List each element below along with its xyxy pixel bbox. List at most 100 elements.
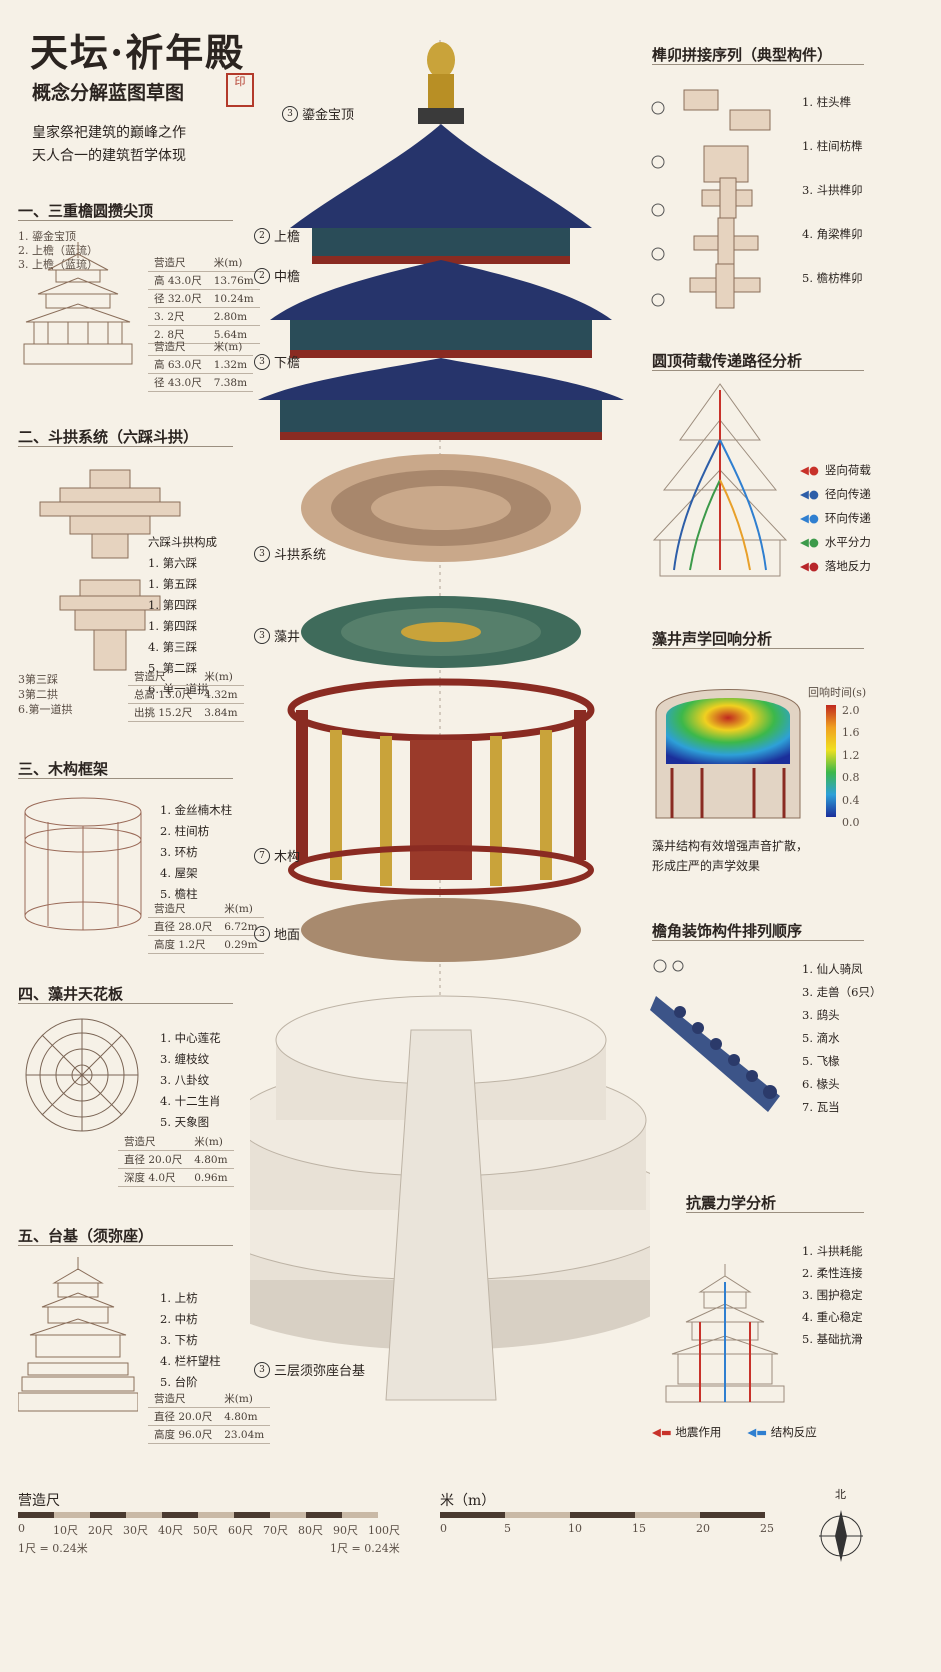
caisson-item: 5. 天象图	[160, 1115, 210, 1129]
arrow-icon: ◀●	[800, 487, 819, 501]
page-title: 天坛·祈年殿	[30, 30, 246, 75]
colorbar-tick: 2.0	[842, 704, 860, 717]
joinery-item-list: 1. 柱头榫 1. 柱间枋榫 3. 斗拱榫卯 4. 角梁榫卯 5. 檐枋榫卯	[802, 80, 863, 300]
scale-left-title: 营造尺	[18, 1493, 60, 1509]
seismic-item: 2. 柔性连接	[802, 1266, 863, 1280]
callout-number: 2	[254, 227, 270, 244]
seismic-item-list: 1. 斗拱耗能 2. 柔性连接 3. 围护稳定 4. 重心稳定 5. 基础抗滑	[802, 1240, 863, 1350]
frame-item: 4. 屋架	[160, 866, 198, 880]
colorbar-tick: 0.8	[842, 771, 860, 785]
scale-tick-label: 0	[18, 1522, 25, 1535]
joinery-item: 5. 檐枋榫卯	[802, 271, 863, 285]
table-cell: 高度 96.0尺	[148, 1425, 219, 1444]
scale-tick-label: 0	[440, 1522, 447, 1535]
frame-item: 3. 环枋	[160, 845, 198, 859]
table-cell: 出挑 15.2尺	[128, 703, 199, 722]
callout-text: 地面	[274, 928, 301, 943]
base-sketch	[18, 1257, 138, 1412]
frame-sketch	[24, 797, 142, 931]
callout-text: 下檐	[274, 356, 301, 371]
ornament-item: 3. 鸱头	[802, 1008, 840, 1022]
caisson-item: 1. 中心莲花	[160, 1031, 221, 1045]
callout-number: 3	[254, 1361, 270, 1378]
frame-item: 1. 金丝楠木柱	[160, 803, 233, 817]
table-cell: 径 43.0尺	[148, 373, 208, 392]
section-roof-title: 一、三重檐圆攒尖顶	[18, 202, 154, 220]
callout-number: 3	[254, 627, 270, 644]
divider	[686, 1212, 864, 1213]
arrow-icon: ◀●	[800, 535, 819, 549]
frame-item-list: 1. 金丝楠木柱 2. 柱间枋 3. 环枋 4. 屋架 5. 檐柱	[160, 800, 232, 905]
marble-base	[250, 995, 650, 1401]
callout-number: 7	[254, 847, 270, 864]
legend-item: ◀●水平分力	[800, 530, 871, 554]
legend-item: ◀●落地反力	[800, 554, 871, 578]
colorbar-label: 回响时间(s)	[808, 686, 867, 699]
intro-line-2: 天人合一的建筑哲学体现	[32, 148, 186, 164]
legend-item: ◀●竖向荷载	[800, 458, 871, 482]
table-cell: 4.80m	[218, 1407, 271, 1426]
bracket-item: 1. 第六踩	[148, 556, 198, 570]
scale-tick-label: 25	[760, 1522, 774, 1535]
table-cell: 营造尺	[128, 668, 199, 686]
caisson-sketch	[25, 1018, 139, 1132]
intro-line-1: 皇家祭祀建筑的巅峰之作	[32, 125, 186, 141]
scale-left-note: 1尺 = 0.24米	[18, 1542, 88, 1555]
load-path-legend: ◀●竖向荷载 ◀●径向传递 ◀● 环向传递 ◀●水平分力 ◀●落地反力	[800, 458, 871, 578]
divider	[18, 778, 233, 779]
table-cell: 0.96m	[188, 1168, 234, 1187]
eave-ornament-sketch	[650, 959, 780, 1112]
callout-number: 3	[254, 925, 270, 942]
table-cell: 深度 4.0尺	[118, 1168, 189, 1187]
table-cell: 米(m)	[207, 254, 260, 272]
table-cell: 高 63.0尺	[148, 355, 208, 374]
callout-number: 3	[282, 105, 298, 122]
exploded-temple-illustration	[250, 40, 650, 1401]
base-item: 5. 台阶	[160, 1375, 198, 1389]
table-cell: 6.72m	[218, 917, 264, 936]
table-cell: 营造尺	[148, 900, 219, 918]
bracket-item: 1. 第四踩	[148, 619, 198, 633]
ornament-item: 7. 瓦当	[802, 1100, 840, 1114]
seismic-legend: ◀▬ 地震作用 ◀▬ 结构反应	[652, 1424, 817, 1440]
table-row: 营造尺米(m)	[118, 1133, 234, 1151]
section-base-title: 五、台基（须弥座）	[18, 1227, 154, 1245]
colorbar-ticks: 2.0 1.6 1.2 0.8 0.4 0.0	[842, 700, 860, 834]
divider	[652, 64, 864, 65]
arrow-icon: ◀●	[800, 559, 819, 573]
caisson-item: 3. 八卦纹	[160, 1073, 210, 1087]
acoustics-caption: 藻井结构有效增强声音扩散， 形成庄严的声学效果	[652, 836, 808, 876]
seismic-item: 4. 重心稳定	[802, 1310, 863, 1324]
base-item: 4. 栏杆望柱	[160, 1354, 221, 1368]
table-cell: 米(m)	[198, 668, 244, 686]
table-row: 营造尺米(m)	[128, 668, 244, 686]
table-cell: 10.24m	[207, 289, 260, 308]
ornament-item: 5. 滴水	[802, 1031, 840, 1045]
arrow-icon: ◀▬	[747, 1425, 768, 1439]
north-arrow-icon	[819, 1510, 863, 1562]
table-cell: 米(m)	[207, 338, 254, 356]
legend-label: 环向传递	[824, 511, 871, 525]
bracket-label: 6.第一道拱	[18, 703, 73, 716]
bracket-item: 1. 第五踩	[148, 577, 198, 591]
bracket-sketch	[39, 469, 181, 671]
legend-item: ◀●径向传递	[800, 482, 871, 506]
table-cell: 营造尺	[148, 254, 208, 272]
table-cell: 营造尺	[148, 338, 208, 356]
table-cell: 4.80m	[188, 1150, 234, 1169]
table-cell: 直径 28.0尺	[148, 917, 219, 936]
scale-tick-label: 20尺	[88, 1524, 113, 1537]
gilded-finial	[418, 42, 464, 124]
